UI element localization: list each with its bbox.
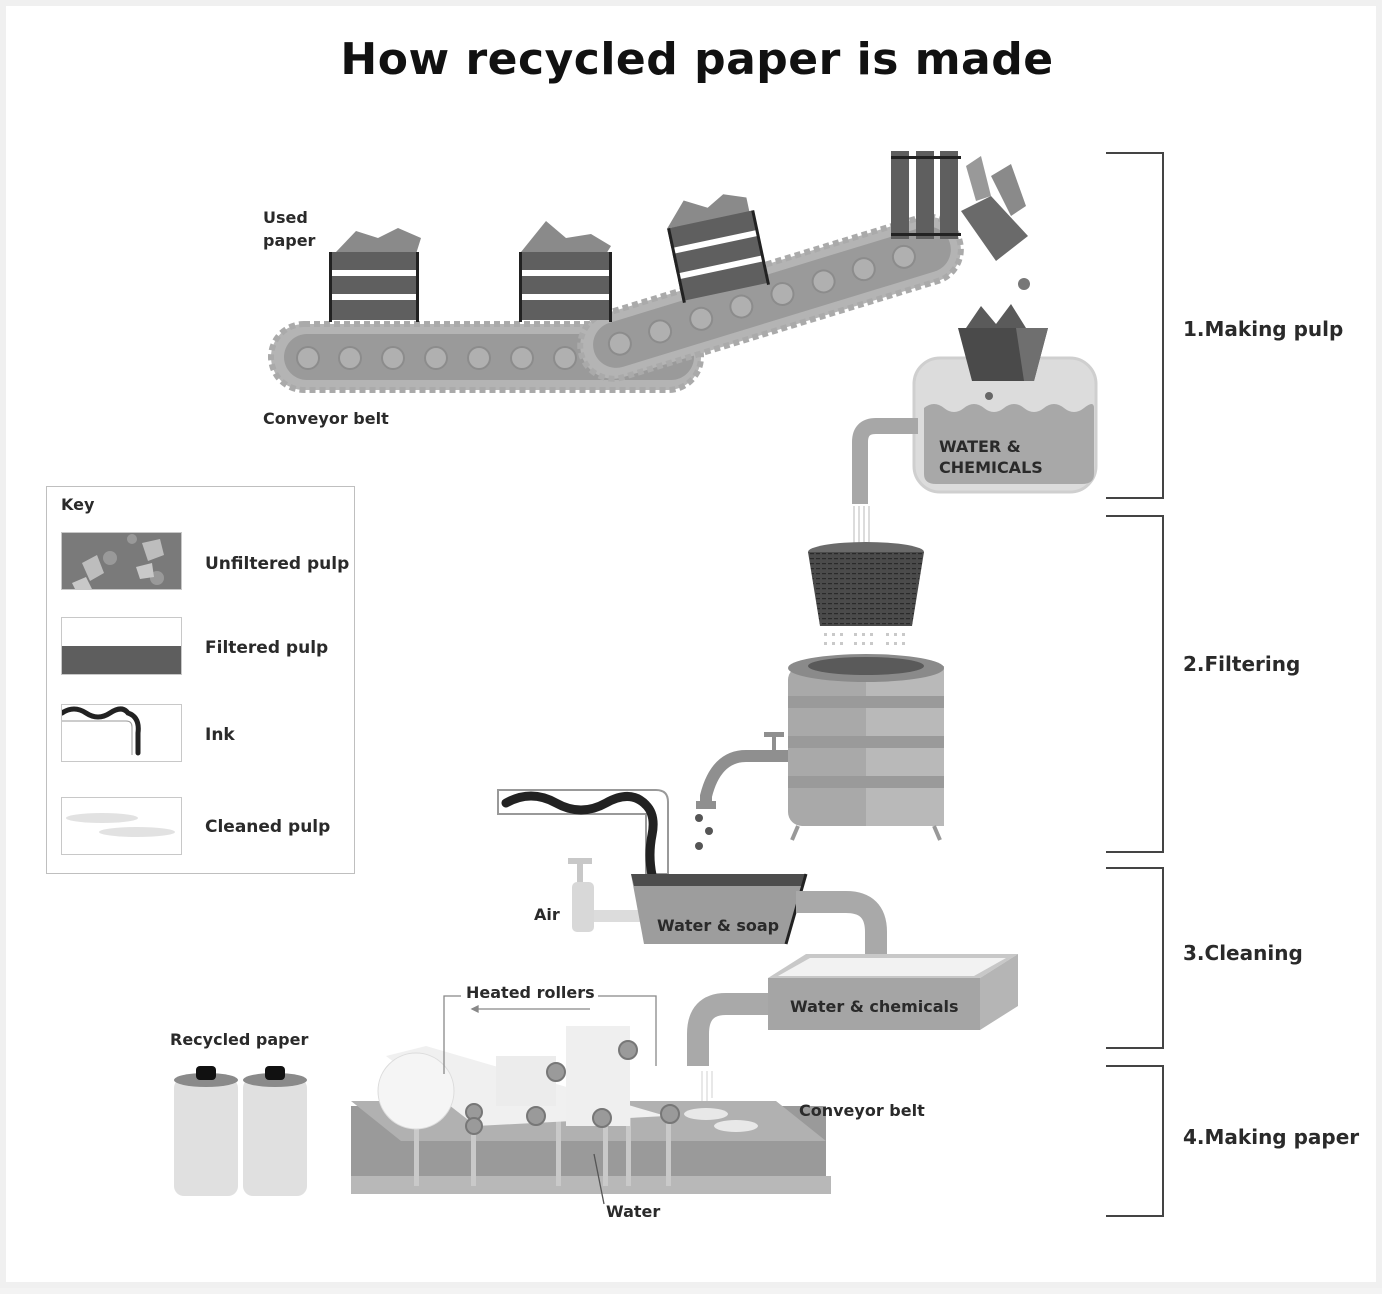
crate-1 [329,228,421,322]
water-soap-label: Water & soap [657,916,780,935]
stage-label-filtering: 2.Filtering [1183,652,1301,676]
ink-pipe [497,789,669,880]
filter-barrel [695,654,944,850]
used-paper-label-line1: Used [263,208,308,227]
soap-tray [631,873,887,964]
legend-label-unfiltered-pulp: Unfiltered pulp [205,554,350,574]
used-paper-label-line2: paper [263,231,316,250]
legend-label-cleaned-pulp: Cleaned pulp [205,817,331,837]
crate-tipping [891,151,1030,290]
stage-bracket-1 [1106,152,1164,499]
unfiltered-pulp-icon [72,534,164,589]
tank-label-line1: WATER & [939,437,1021,456]
process-illustration [174,151,1098,1205]
recycled-paper-rolls [174,1066,307,1196]
cleaned-pulp-icon [66,813,175,837]
air-pump [568,858,644,932]
crate-2 [519,221,612,322]
legend-key: Key Unfiltered pulp Filtered pulp Ink Cl [46,486,355,874]
crate-3 [667,194,770,303]
stage-bracket-4 [1106,1065,1164,1217]
recycled-paper-label: Recycled paper [170,1030,309,1049]
chemicals-tray [687,954,1018,1106]
legend-title: Key [61,495,95,514]
pulp-tank [852,304,1098,551]
ink-swatch [61,704,182,762]
stage-bracket-2 [1106,515,1164,853]
air-label: Air [534,905,560,924]
ink-icon [62,706,141,756]
unfiltered-pulp-swatch [61,532,182,590]
conveyor-belt-top-label: Conveyor belt [263,409,389,428]
diagram-title: How recycled paper is made [340,34,1054,85]
conveyor-belt-bottom-label: Conveyor belt [799,1101,925,1120]
filter-basket [808,542,924,645]
paper-machine [351,1026,831,1194]
legend-label-filtered-pulp: Filtered pulp [205,638,329,658]
legend-label-ink: Ink [205,725,235,745]
tank-label-line2: CHEMICALS [939,458,1043,477]
stage-label-making-pulp: 1.Making pulp [1183,317,1344,341]
stage-label-cleaning: 3.Cleaning [1183,941,1303,965]
water-label: Water [606,1202,661,1221]
heated-rollers-callout [443,995,657,1074]
heated-rollers-label: Heated rollers [466,983,595,1002]
water-chemicals-tray-label: Water & chemicals [790,997,959,1016]
stage-bracket-3 [1106,867,1164,1049]
conveyor-belt-top [268,213,964,393]
filtered-pulp-swatch [61,617,182,675]
cleaned-pulp-swatch [61,797,182,855]
stage-label-making-paper: 4.Making paper [1183,1125,1360,1149]
water-pointer-line [593,1153,605,1205]
